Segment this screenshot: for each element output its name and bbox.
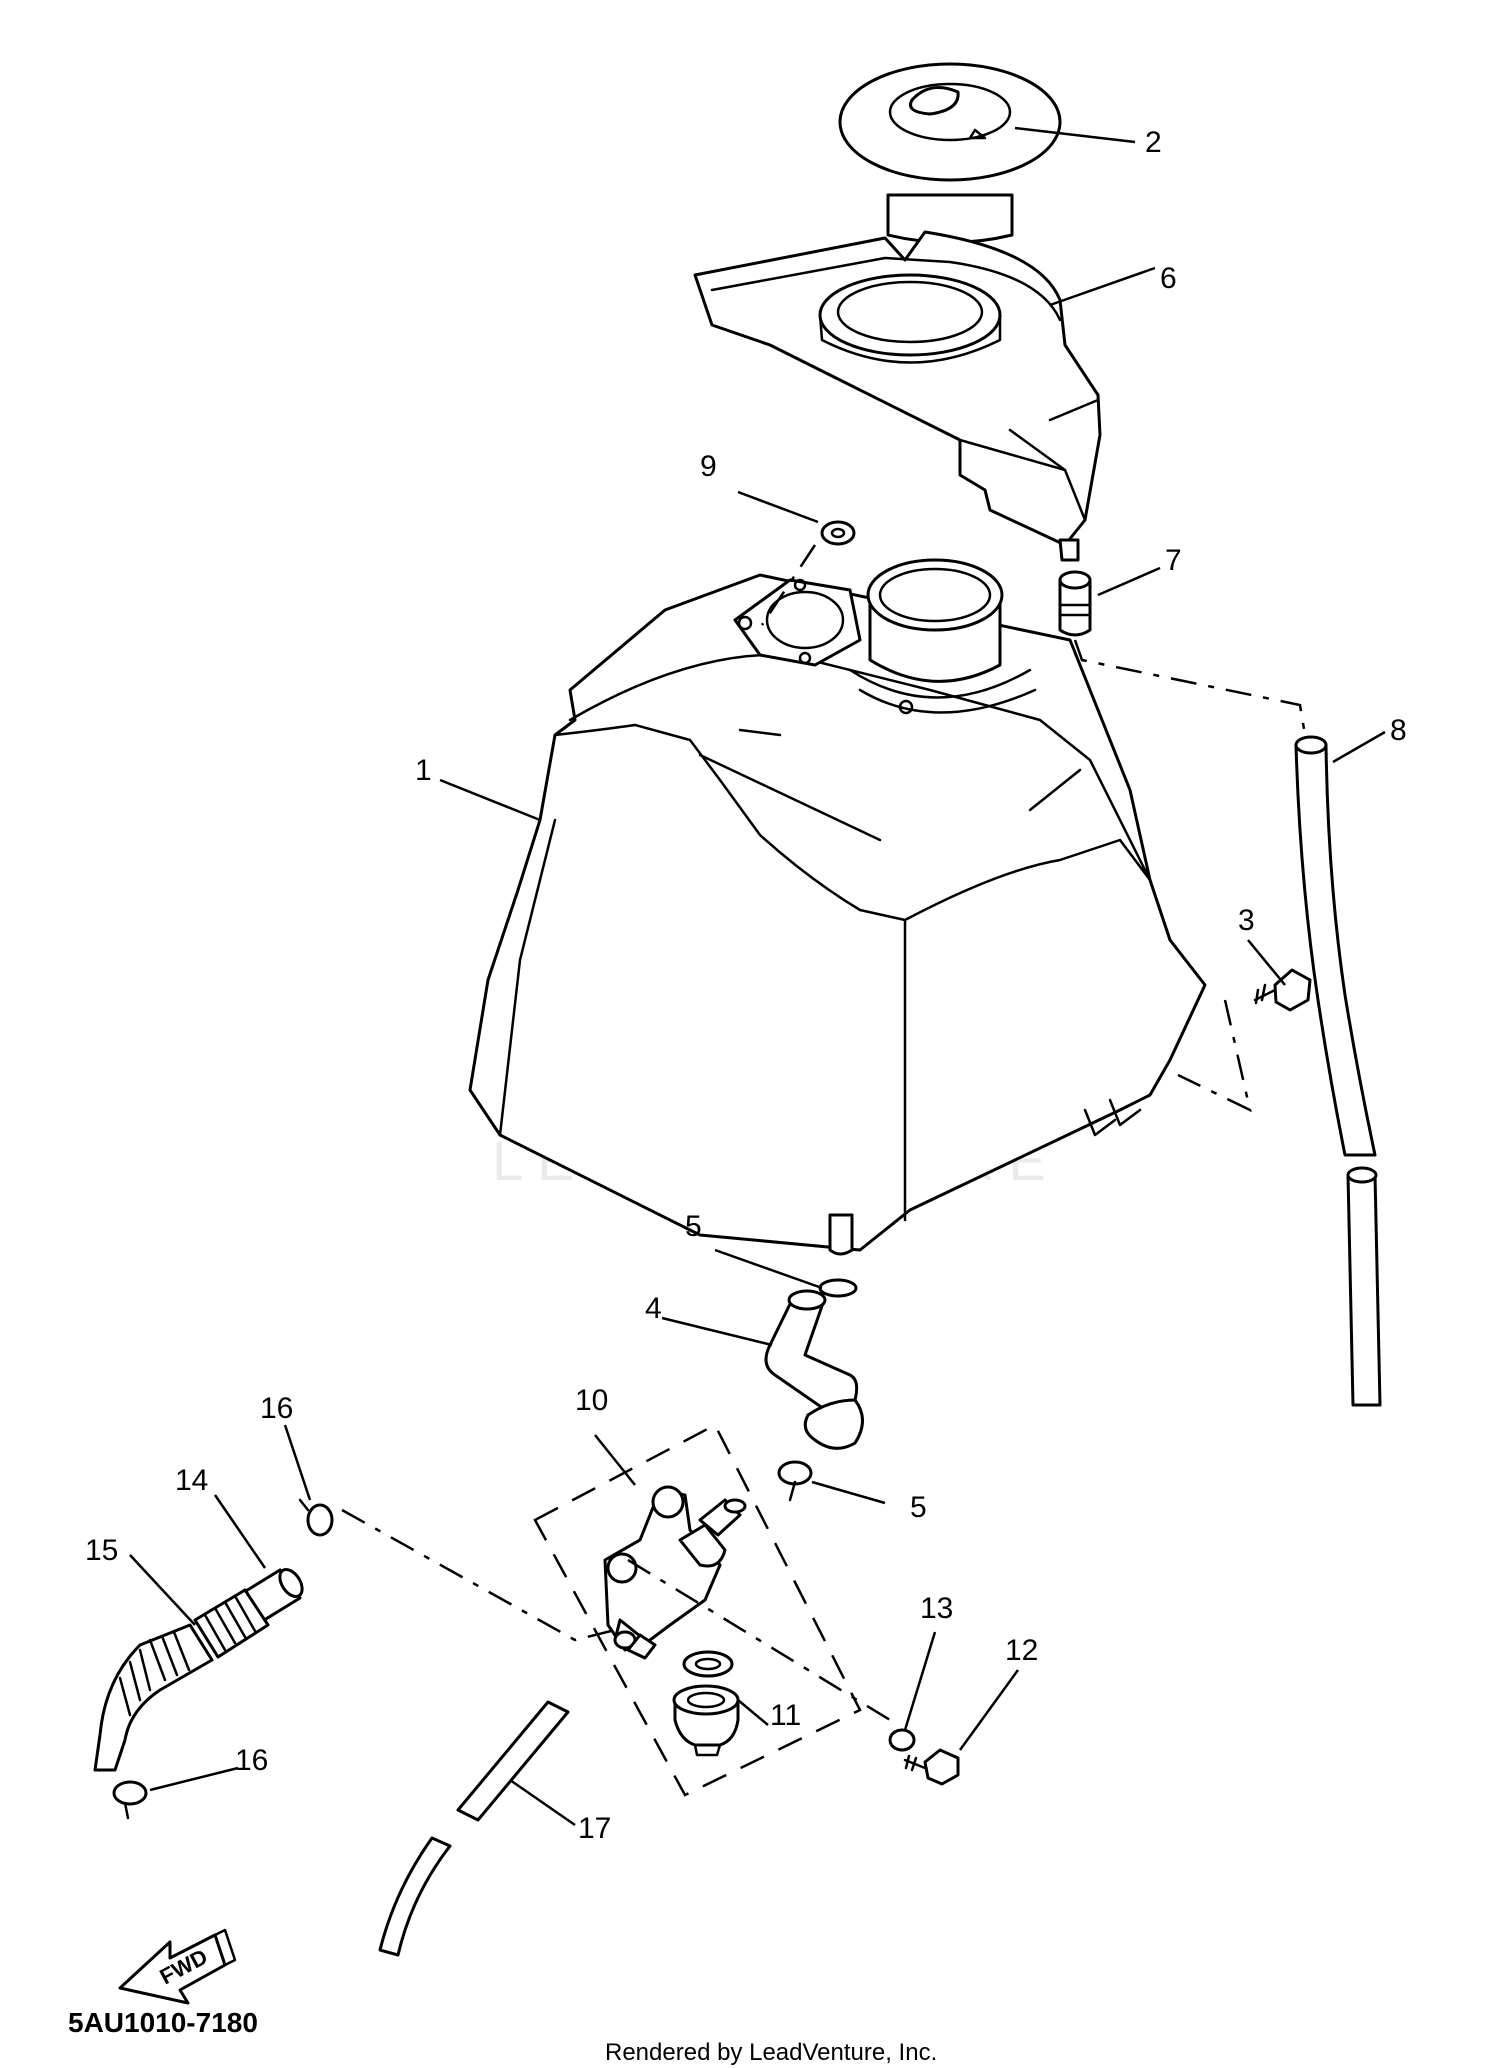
part-16-clip-lower[interactable] xyxy=(112,1780,148,1820)
callout-labels: 2 6 9 7 8 1 3 5 4 10 5 16 14 15 13 12 11… xyxy=(85,126,1407,1845)
callout-2: 2 xyxy=(1145,126,1162,159)
part-15-hose-cover[interactable] xyxy=(93,1623,214,1772)
callout-5-upper: 5 xyxy=(685,1210,702,1243)
part-4-fuel-hose[interactable] xyxy=(764,1289,864,1450)
callout-9: 9 xyxy=(700,450,717,483)
callout-10: 10 xyxy=(575,1384,608,1417)
part-14-hose[interactable] xyxy=(193,1566,307,1659)
callout-1: 1 xyxy=(415,754,432,787)
callout-14: 14 xyxy=(175,1464,208,1497)
part-5-clip-lower[interactable] xyxy=(777,1460,813,1502)
part-13-washer[interactable] xyxy=(888,1728,916,1752)
part-11-filter[interactable] xyxy=(672,1650,740,1757)
callout-6: 6 xyxy=(1160,262,1177,295)
part-1-fuel-tank[interactable] xyxy=(468,558,1207,1256)
callout-5-lower: 5 xyxy=(910,1491,927,1524)
part-12-screw[interactable] xyxy=(903,1748,960,1786)
callout-16-lower: 16 xyxy=(235,1744,268,1777)
part-3-bolt[interactable] xyxy=(1253,968,1312,1012)
callout-16-upper: 16 xyxy=(260,1392,293,1425)
part-16-clip-upper[interactable] xyxy=(298,1498,334,1537)
callout-8: 8 xyxy=(1390,714,1407,747)
callout-3: 3 xyxy=(1238,904,1255,937)
part-5-clip-upper[interactable] xyxy=(818,1278,858,1298)
leader-lines xyxy=(129,126,1386,1827)
callout-15: 15 xyxy=(85,1534,118,1567)
callout-7: 7 xyxy=(1165,544,1182,577)
callout-4: 4 xyxy=(645,1292,662,1325)
fwd-arrow[interactable]: FWD xyxy=(118,1928,237,2005)
callout-17: 17 xyxy=(578,1812,611,1845)
callout-11: 11 xyxy=(770,1699,801,1732)
part-8-breather-hose[interactable] xyxy=(1294,735,1382,1407)
callout-13: 13 xyxy=(920,1592,953,1625)
footer-credit: Rendered by LeadVenture, Inc. xyxy=(605,2039,937,2066)
part-2-fuel-cap[interactable] xyxy=(838,62,1062,244)
diagram-code: 5AU1010-7180 xyxy=(68,2007,258,2038)
assembly-guides xyxy=(341,544,1307,1722)
callout-12: 12 xyxy=(1005,1634,1038,1667)
part-6-tank-cover[interactable] xyxy=(693,230,1102,562)
part-9-grommet[interactable] xyxy=(820,520,856,546)
part-7-fitting[interactable] xyxy=(1058,570,1092,637)
part-10-fuel-cock-assembly[interactable] xyxy=(533,1423,862,1797)
part-17-outlet-hose[interactable] xyxy=(378,1700,570,1957)
